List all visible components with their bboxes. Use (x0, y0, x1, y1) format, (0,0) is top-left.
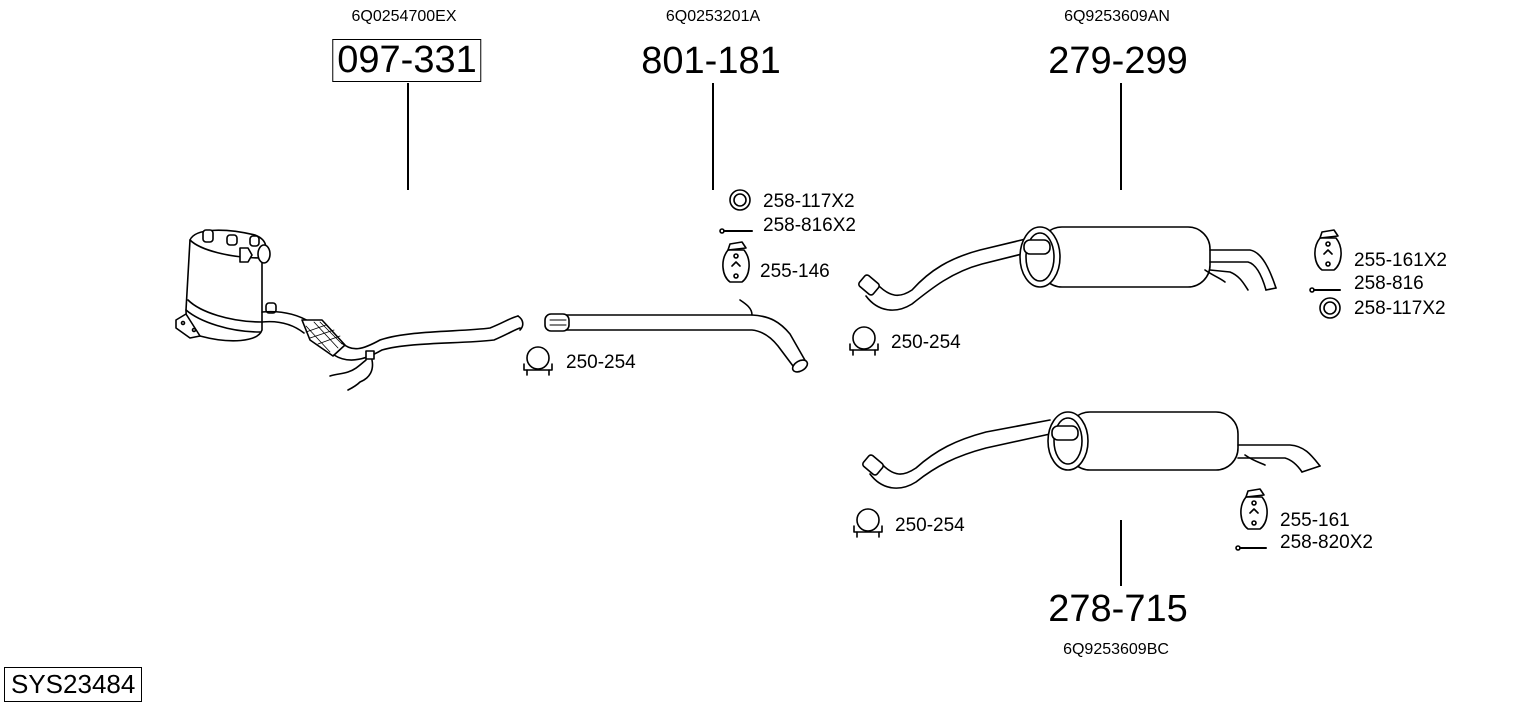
clamp-icon (853, 508, 883, 538)
oem-number-097-331: 6Q0254700EX (351, 8, 457, 25)
rear-silencer-dual-outlet-drawing[interactable] (858, 226, 1277, 311)
accessory-label[interactable]: 258-117X2 (1354, 298, 1446, 319)
part-number-278-715[interactable]: 278-715 (1048, 588, 1188, 630)
oem-number-801-181: 6Q0253201A (665, 8, 761, 25)
oem-number-278-715: 6Q9253609BC (1063, 641, 1169, 658)
accessory-label[interactable]: 258-816X2 (763, 215, 856, 236)
bolt-icon (1235, 545, 1267, 551)
gasket-ring-icon (1319, 297, 1341, 319)
accessory-label[interactable]: 250-254 (895, 515, 965, 536)
bolt-icon (1309, 287, 1341, 293)
dpf-front-pipe-drawing[interactable] (175, 229, 524, 391)
gasket-ring-icon (729, 189, 751, 211)
oem-number-279-299: 6Q9253609AN (1064, 8, 1170, 25)
accessory-label[interactable]: 258-117X2 (763, 191, 855, 212)
accessory-label[interactable]: 250-254 (891, 332, 961, 353)
accessory-label[interactable]: 250-254 (566, 352, 636, 373)
accessory-label[interactable]: 258-816 (1354, 273, 1424, 294)
intermediate-pipe-drawing[interactable] (544, 299, 809, 374)
rubber-hanger-icon (722, 241, 750, 283)
leader-line-278-715 (1120, 520, 1122, 586)
leader-line-097-331 (407, 83, 409, 190)
leader-line-801-181 (712, 83, 714, 190)
leader-line-279-299 (1120, 83, 1122, 190)
rear-silencer-single-outlet-drawing[interactable] (862, 411, 1321, 489)
part-number-097-331[interactable]: 097-331 (332, 39, 482, 82)
clamp-icon (523, 346, 553, 376)
accessory-label[interactable]: 258-820X2 (1280, 532, 1373, 553)
part-number-279-299[interactable]: 279-299 (1048, 40, 1188, 82)
clamp-icon (849, 326, 879, 356)
rubber-hanger-icon (1314, 229, 1342, 271)
bolt-icon (719, 228, 753, 234)
system-id-badge: SYS23484 (4, 667, 143, 702)
part-number-801-181[interactable]: 801-181 (641, 40, 781, 82)
accessory-label[interactable]: 255-146 (760, 261, 830, 282)
accessory-label[interactable]: 255-161X2 (1354, 250, 1447, 271)
accessory-label[interactable]: 255-161 (1280, 510, 1350, 531)
rubber-hanger-icon (1240, 488, 1268, 530)
